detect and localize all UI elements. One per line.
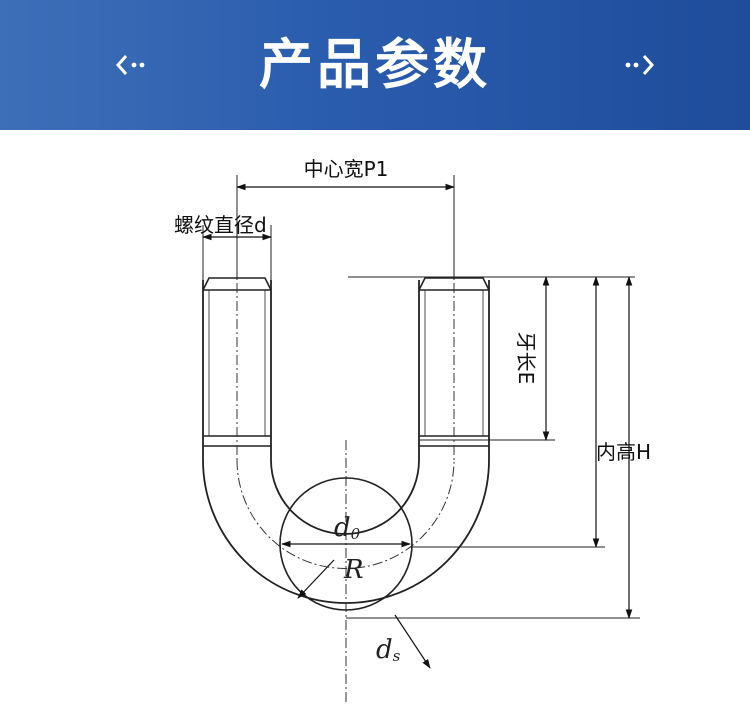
label-thread-diameter: 螺纹直径d — [174, 213, 267, 237]
label-inner-height: 内高H — [596, 440, 651, 464]
label-ds: ds — [376, 635, 401, 665]
chevron-left-dots-icon — [115, 55, 145, 75]
dimension-lines — [202, 183, 633, 669]
label-d0: d0 — [334, 513, 361, 543]
label-radius: R — [343, 555, 364, 585]
u-bolt-diagram: 中心宽P1 螺纹直径d 牙长E 内高H d0 R ds — [174, 157, 651, 702]
chevron-right-dots-icon — [625, 55, 655, 75]
d0-circle — [279, 477, 413, 611]
page-title: 产品参数 — [259, 33, 491, 96]
label-center-width: 中心宽P1 — [304, 157, 389, 181]
centerlines — [236, 265, 455, 702]
header-banner: 产品参数 — [0, 0, 750, 130]
label-thread-length: 牙长E — [514, 332, 538, 385]
extension-lines — [202, 175, 640, 619]
